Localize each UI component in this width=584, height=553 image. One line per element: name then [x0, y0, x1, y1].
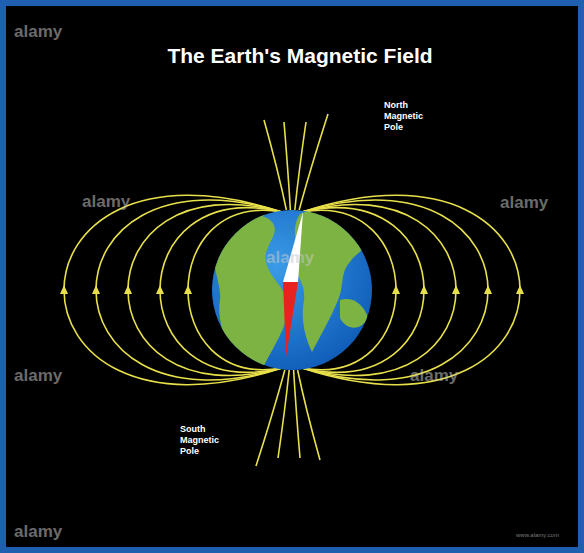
field-arrow — [452, 285, 460, 294]
pole-label: North Magnetic Pole — [384, 100, 436, 132]
diagram-title: The Earth's Magnetic Field — [167, 44, 432, 68]
continents — [213, 208, 368, 380]
field-line — [295, 122, 306, 210]
field-lines — [64, 114, 520, 466]
field-arrow — [184, 285, 192, 294]
field-arrow — [484, 285, 492, 294]
field-arrow — [60, 285, 68, 294]
field-line — [294, 370, 300, 458]
field-line — [298, 370, 320, 460]
pole-label: South Magnetic Pole — [180, 424, 232, 456]
field-arrow — [156, 285, 164, 294]
field-line — [299, 114, 328, 210]
field-line — [256, 370, 285, 466]
field-arrow — [516, 285, 524, 294]
field-line — [284, 122, 290, 210]
field-arrow — [420, 285, 428, 294]
watermark: alamy — [14, 522, 62, 542]
watermark: alamy — [82, 192, 130, 212]
watermark: alamy — [14, 366, 62, 386]
field-line — [278, 370, 289, 458]
compass-needle — [283, 212, 303, 357]
watermark: alamy — [266, 248, 314, 268]
field-arrow — [92, 285, 100, 294]
field-arrow — [124, 285, 132, 294]
watermark: alamy — [410, 366, 458, 386]
field-arrow — [392, 285, 400, 294]
watermark: alamy — [500, 193, 548, 213]
field-line — [264, 120, 286, 210]
watermark: www.alamy.com — [516, 532, 559, 538]
watermark: alamy — [14, 22, 62, 42]
